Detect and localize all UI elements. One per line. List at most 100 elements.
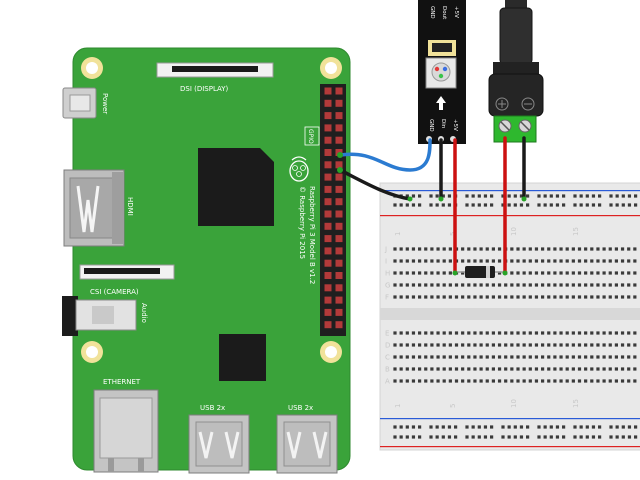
breadboard-hole — [573, 435, 577, 439]
breadboard-hole — [479, 259, 483, 263]
breadboard-hole — [442, 343, 446, 347]
breadboard-hole — [430, 283, 434, 287]
breadboard-hole — [565, 379, 569, 383]
column-number-15: 15 — [572, 227, 580, 236]
breadboard-hole — [565, 343, 569, 347]
breadboard-hole — [553, 295, 557, 299]
breadboard-hole — [620, 247, 625, 251]
breadboard-hole — [483, 435, 488, 439]
breadboard-hole — [465, 203, 469, 207]
breadboard-hole — [448, 247, 452, 251]
column-number-15-bottom: 15 — [572, 399, 580, 408]
breadboard-hole — [473, 379, 477, 383]
breadboard-hole — [501, 203, 505, 207]
wires — [337, 136, 527, 276]
breadboard-hole — [479, 295, 483, 299]
breadboard-hole — [441, 194, 445, 198]
breadboard-hole — [461, 295, 465, 299]
breadboard-hole — [399, 343, 403, 347]
breadboard-hole — [399, 203, 403, 207]
breadboard-hole — [405, 295, 409, 299]
gpio-pin — [335, 112, 343, 120]
breadboard-hole — [596, 331, 600, 335]
breadboard-hole — [608, 343, 612, 347]
breadboard-hole — [547, 271, 551, 275]
breadboard-hole — [436, 343, 440, 347]
breadboard-hole — [465, 435, 469, 439]
breadboard-hole — [510, 355, 514, 359]
breadboard-hole — [608, 271, 612, 275]
led-label-5v-top: +5V — [453, 6, 459, 18]
breadboard-hole — [430, 295, 434, 299]
power-rail-line-red-bottom — [380, 446, 640, 448]
led-module: GND Dout +5V GND Din +5V — [418, 0, 466, 144]
breadboard-hole — [504, 367, 508, 371]
breadboard-hole — [473, 259, 477, 263]
breadboard-hole — [621, 425, 625, 429]
breadboard-hole — [513, 435, 517, 439]
gpio-pin — [335, 235, 343, 243]
breadboard-hole — [553, 367, 557, 371]
breadboard-hole — [405, 194, 409, 198]
breadboard-hole — [504, 295, 508, 299]
row-letter: A — [385, 378, 390, 386]
breadboard-hole — [633, 379, 637, 383]
breadboard-hole — [405, 271, 409, 275]
breadboard-hole — [528, 343, 532, 347]
gpio-pin — [335, 173, 343, 181]
breadboard-hole — [602, 355, 606, 359]
breadboard-hole — [553, 271, 557, 275]
breadboard-hole — [497, 271, 502, 275]
breadboard-hole — [490, 194, 494, 198]
breadboard-hole — [608, 295, 612, 299]
breadboard-hole — [534, 247, 539, 251]
breadboard-hole — [504, 331, 508, 335]
breadboard-hole — [522, 355, 526, 359]
breadboard-hole — [424, 343, 428, 347]
breadboard-hole — [598, 435, 602, 439]
breadboard-hole — [485, 379, 489, 383]
usb-port-2: USB 2x — [276, 404, 338, 474]
breadboard-hole — [614, 343, 618, 347]
breadboard-hole — [491, 343, 495, 347]
breadboard-hole — [614, 283, 618, 287]
breadboard-hole — [608, 379, 612, 383]
row-letter: J — [384, 246, 387, 254]
breadboard-hole — [547, 283, 551, 287]
breadboard-hole — [627, 295, 631, 299]
breadboard-hole — [555, 194, 560, 198]
breadboard-hole — [522, 247, 526, 251]
center-channel — [380, 308, 640, 320]
gpio-pin — [324, 222, 332, 230]
breadboard-hole — [399, 247, 403, 251]
breadboard-hole — [534, 379, 539, 383]
column-number-1-bottom: 1 — [394, 404, 402, 408]
breadboard-hole — [590, 259, 594, 263]
breadboard-hole — [534, 295, 539, 299]
breadboard-hole — [399, 331, 403, 335]
breadboard-hole — [485, 259, 489, 263]
breadboard-hole — [497, 295, 502, 299]
breadboard-hole — [584, 295, 588, 299]
breadboard-hole — [528, 283, 532, 287]
usb1-label: USB 2x — [200, 404, 225, 412]
breadboard-hole — [627, 343, 631, 347]
gpio-pin — [335, 222, 343, 230]
breadboard-hole — [553, 283, 557, 287]
breadboard-hole — [549, 203, 553, 207]
breadboard-hole — [516, 271, 520, 275]
breadboard-hole — [479, 283, 483, 287]
breadboard-hole — [537, 203, 541, 207]
breadboard-hole — [411, 259, 416, 263]
breadboard-hole — [461, 379, 465, 383]
breadboard-hole — [579, 203, 583, 207]
breadboard-hole — [590, 247, 594, 251]
breadboard-hole — [608, 331, 612, 335]
breadboard-hole — [627, 367, 631, 371]
breadboard-hole — [528, 367, 532, 371]
gpio-pin — [335, 124, 343, 132]
gpio-pin — [335, 296, 343, 304]
row-letter: E — [385, 330, 389, 338]
breadboard-hole — [411, 203, 416, 207]
breadboard-hole — [473, 367, 477, 371]
